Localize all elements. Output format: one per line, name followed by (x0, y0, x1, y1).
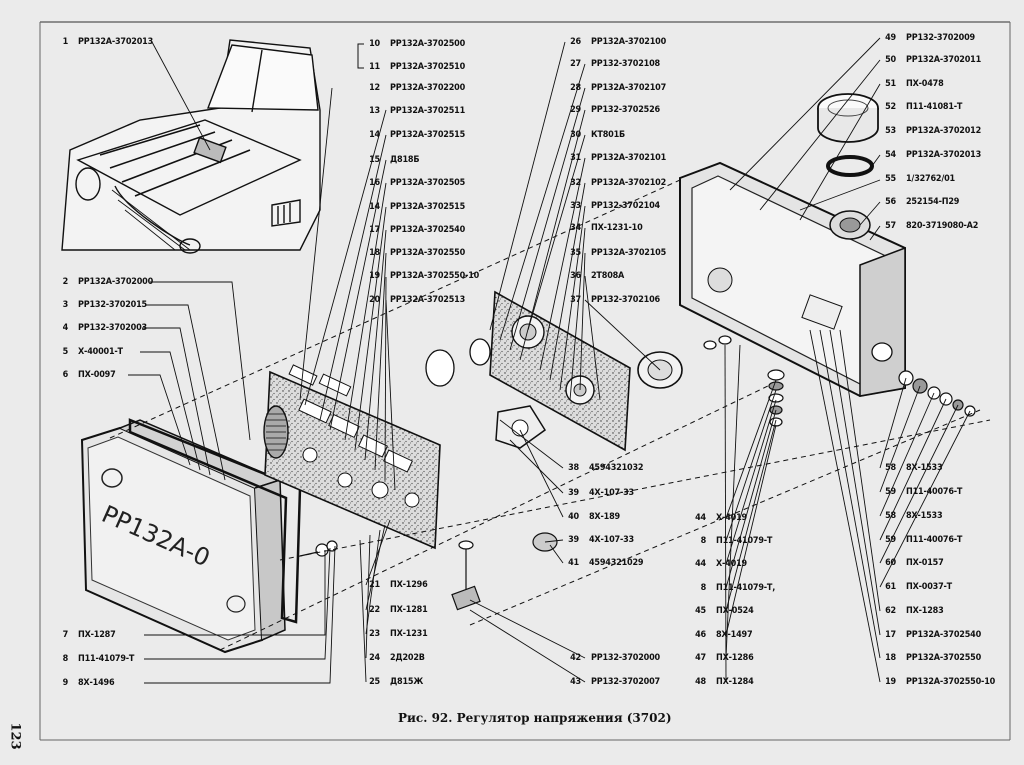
base-housing (679, 161, 906, 398)
circuit-board-assembly (263, 364, 441, 550)
bracket-10-11 (357, 43, 364, 69)
leader-lines (128, 37, 971, 684)
figure-caption: Рис. 92. Регулятор напряжения (3702) (398, 711, 672, 725)
vehicle-inset (61, 39, 321, 254)
transistor-plate (425, 290, 683, 452)
page-number: 123 (7, 722, 23, 750)
filler-cap (817, 93, 879, 143)
seal-ring (826, 155, 874, 177)
assembly-axes (109, 179, 991, 651)
